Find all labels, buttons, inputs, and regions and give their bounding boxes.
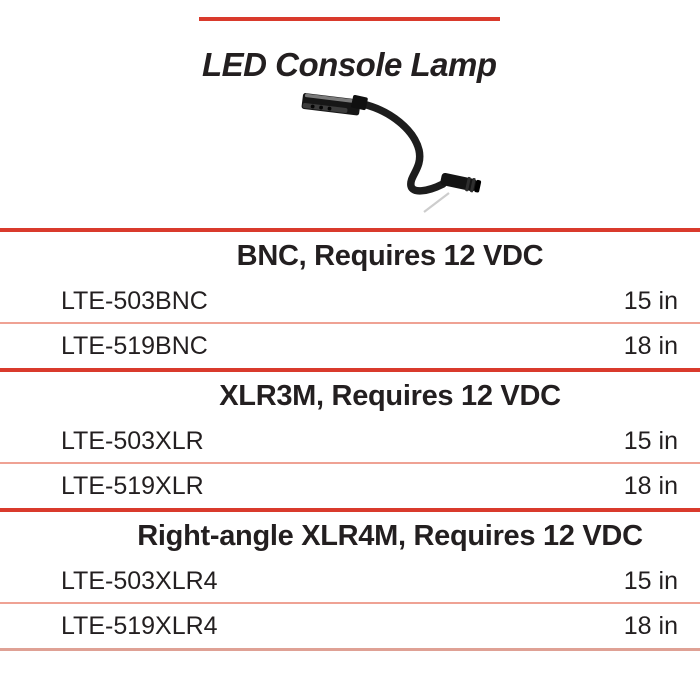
head-collar xyxy=(351,95,368,111)
spec-section-xlr3m: XLR3M, Requires 12 VDC LTE-503XLR 15 in … xyxy=(0,368,700,508)
length-cell: 18 in xyxy=(623,471,678,500)
led-dot xyxy=(319,105,323,110)
spec-table: BNC, Requires 12 VDC LTE-503BNC 15 in LT… xyxy=(0,228,700,651)
length-cell: 15 in xyxy=(623,567,678,595)
gooseneck-tube xyxy=(359,100,447,195)
connector-plug xyxy=(440,172,482,193)
length-cell: 18 in xyxy=(623,611,678,640)
table-row: LTE-519XLR4 18 in xyxy=(0,604,700,648)
lamp-reflection xyxy=(423,192,450,213)
lamp-head xyxy=(301,93,361,116)
section-header: Right-angle XLR4M, Requires 12 VDC xyxy=(137,520,643,552)
spec-section-xlr4m: Right-angle XLR4M, Requires 12 VDC LTE-5… xyxy=(0,508,700,648)
table-row: LTE-503BNC 15 in xyxy=(0,281,700,324)
model-number-cell: LTE-503XLR4 xyxy=(61,567,218,595)
console-lamp-image xyxy=(283,83,498,223)
table-row: LTE-503XLR4 15 in xyxy=(0,561,700,604)
length-cell: 18 in xyxy=(623,331,678,360)
table-row: LTE-519BNC 18 in xyxy=(0,324,700,368)
table-row: LTE-503XLR 15 in xyxy=(0,421,700,464)
model-number-cell: LTE-519BNC xyxy=(61,331,208,360)
page-title: LED Console Lamp xyxy=(202,46,497,84)
section-header: XLR3M, Requires 12 VDC xyxy=(219,380,561,412)
title-underline-rule xyxy=(199,17,500,21)
spec-section-bnc: BNC, Requires 12 VDC LTE-503BNC 15 in LT… xyxy=(0,228,700,368)
length-cell: 15 in xyxy=(623,427,678,455)
gooseneck-lamp-illustration xyxy=(301,93,482,213)
section-header: BNC, Requires 12 VDC xyxy=(236,240,544,272)
led-dot xyxy=(327,106,332,111)
model-number-cell: LTE-503BNC xyxy=(61,287,208,315)
table-bottom-rule xyxy=(0,648,700,651)
model-number-cell: LTE-519XLR4 xyxy=(61,611,218,640)
table-row: LTE-519XLR 18 in xyxy=(0,464,700,508)
model-number-cell: LTE-503XLR xyxy=(61,427,204,455)
length-cell: 15 in xyxy=(623,287,678,315)
led-dot xyxy=(310,104,315,109)
model-number-cell: LTE-519XLR xyxy=(61,471,204,500)
